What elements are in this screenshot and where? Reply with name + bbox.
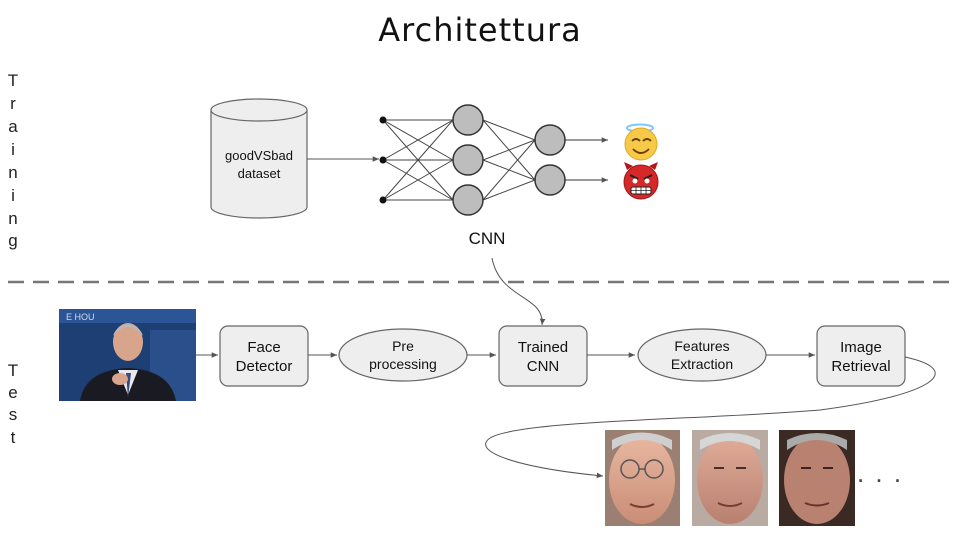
preprocessing-line1: Pre bbox=[392, 338, 414, 354]
nn-hidden-node bbox=[452, 104, 484, 136]
features-extraction-line2: Extraction bbox=[671, 356, 733, 372]
image-retrieval-box: Image Retrieval bbox=[816, 325, 906, 387]
dataset-cylinder: goodVSbad dataset bbox=[210, 98, 308, 219]
nn-hidden-node bbox=[452, 144, 484, 176]
test-letter: t bbox=[11, 428, 16, 447]
training-letter: i bbox=[11, 140, 15, 159]
more-results-ellipsis: . . . bbox=[857, 458, 903, 488]
dataset-label-line1: goodVSbad bbox=[225, 148, 293, 163]
image-retrieval-line1: Image bbox=[840, 339, 882, 356]
preprocessing-ellipse: Pre processing bbox=[338, 328, 468, 382]
trained-cnn-line1: Trained bbox=[518, 339, 568, 356]
svg-text:E HOU: E HOU bbox=[66, 312, 95, 322]
test-letter: s bbox=[9, 405, 18, 424]
training-letter: n bbox=[8, 163, 17, 182]
nn-hidden-node bbox=[452, 184, 484, 216]
nn-input-node bbox=[379, 116, 387, 124]
result-face-image bbox=[779, 430, 855, 526]
face-detector-line2: Detector bbox=[236, 358, 293, 375]
training-vertical-label: T r a i n i n g bbox=[8, 71, 18, 250]
retrieval-to-results-arrow bbox=[485, 356, 936, 479]
nn-input-node bbox=[379, 156, 387, 164]
features-extraction-line1: Features bbox=[674, 338, 729, 354]
trained-cnn-line2: CNN bbox=[527, 358, 560, 375]
training-letter: a bbox=[8, 117, 18, 136]
nn-output-node bbox=[534, 124, 566, 156]
test-vertical-label: T e s t bbox=[8, 361, 18, 447]
dataset-label-line2: dataset bbox=[238, 166, 281, 181]
cnn-network bbox=[379, 104, 608, 216]
angel-smiley-icon bbox=[624, 123, 658, 161]
devil-face-icon bbox=[623, 162, 659, 200]
nn-input-node bbox=[379, 196, 387, 204]
training-letter: n bbox=[8, 209, 17, 228]
nn-output-node bbox=[534, 164, 566, 196]
nn-connections bbox=[382, 119, 536, 201]
input-photo: E HOU bbox=[59, 309, 196, 401]
cnn-label: CNN bbox=[469, 229, 506, 248]
image-retrieval-line2: Retrieval bbox=[831, 358, 890, 375]
page-title: Architettura bbox=[378, 11, 581, 49]
preprocessing-line2: processing bbox=[369, 356, 437, 372]
result-face-image bbox=[605, 430, 680, 526]
test-letter: T bbox=[8, 361, 18, 380]
training-letter: i bbox=[11, 186, 15, 205]
face-detector-box: Face Detector bbox=[219, 325, 309, 387]
training-letter: r bbox=[10, 94, 16, 113]
test-letter: e bbox=[8, 383, 17, 402]
face-detector-line1: Face bbox=[247, 339, 280, 356]
training-letter: T bbox=[8, 71, 18, 90]
features-extraction-ellipse: Features Extraction bbox=[637, 328, 767, 382]
cnn-to-trained-cnn-arrow bbox=[491, 257, 546, 326]
trained-cnn-box: Trained CNN bbox=[498, 325, 588, 387]
training-letter: g bbox=[8, 231, 17, 250]
result-face-image bbox=[692, 430, 768, 526]
